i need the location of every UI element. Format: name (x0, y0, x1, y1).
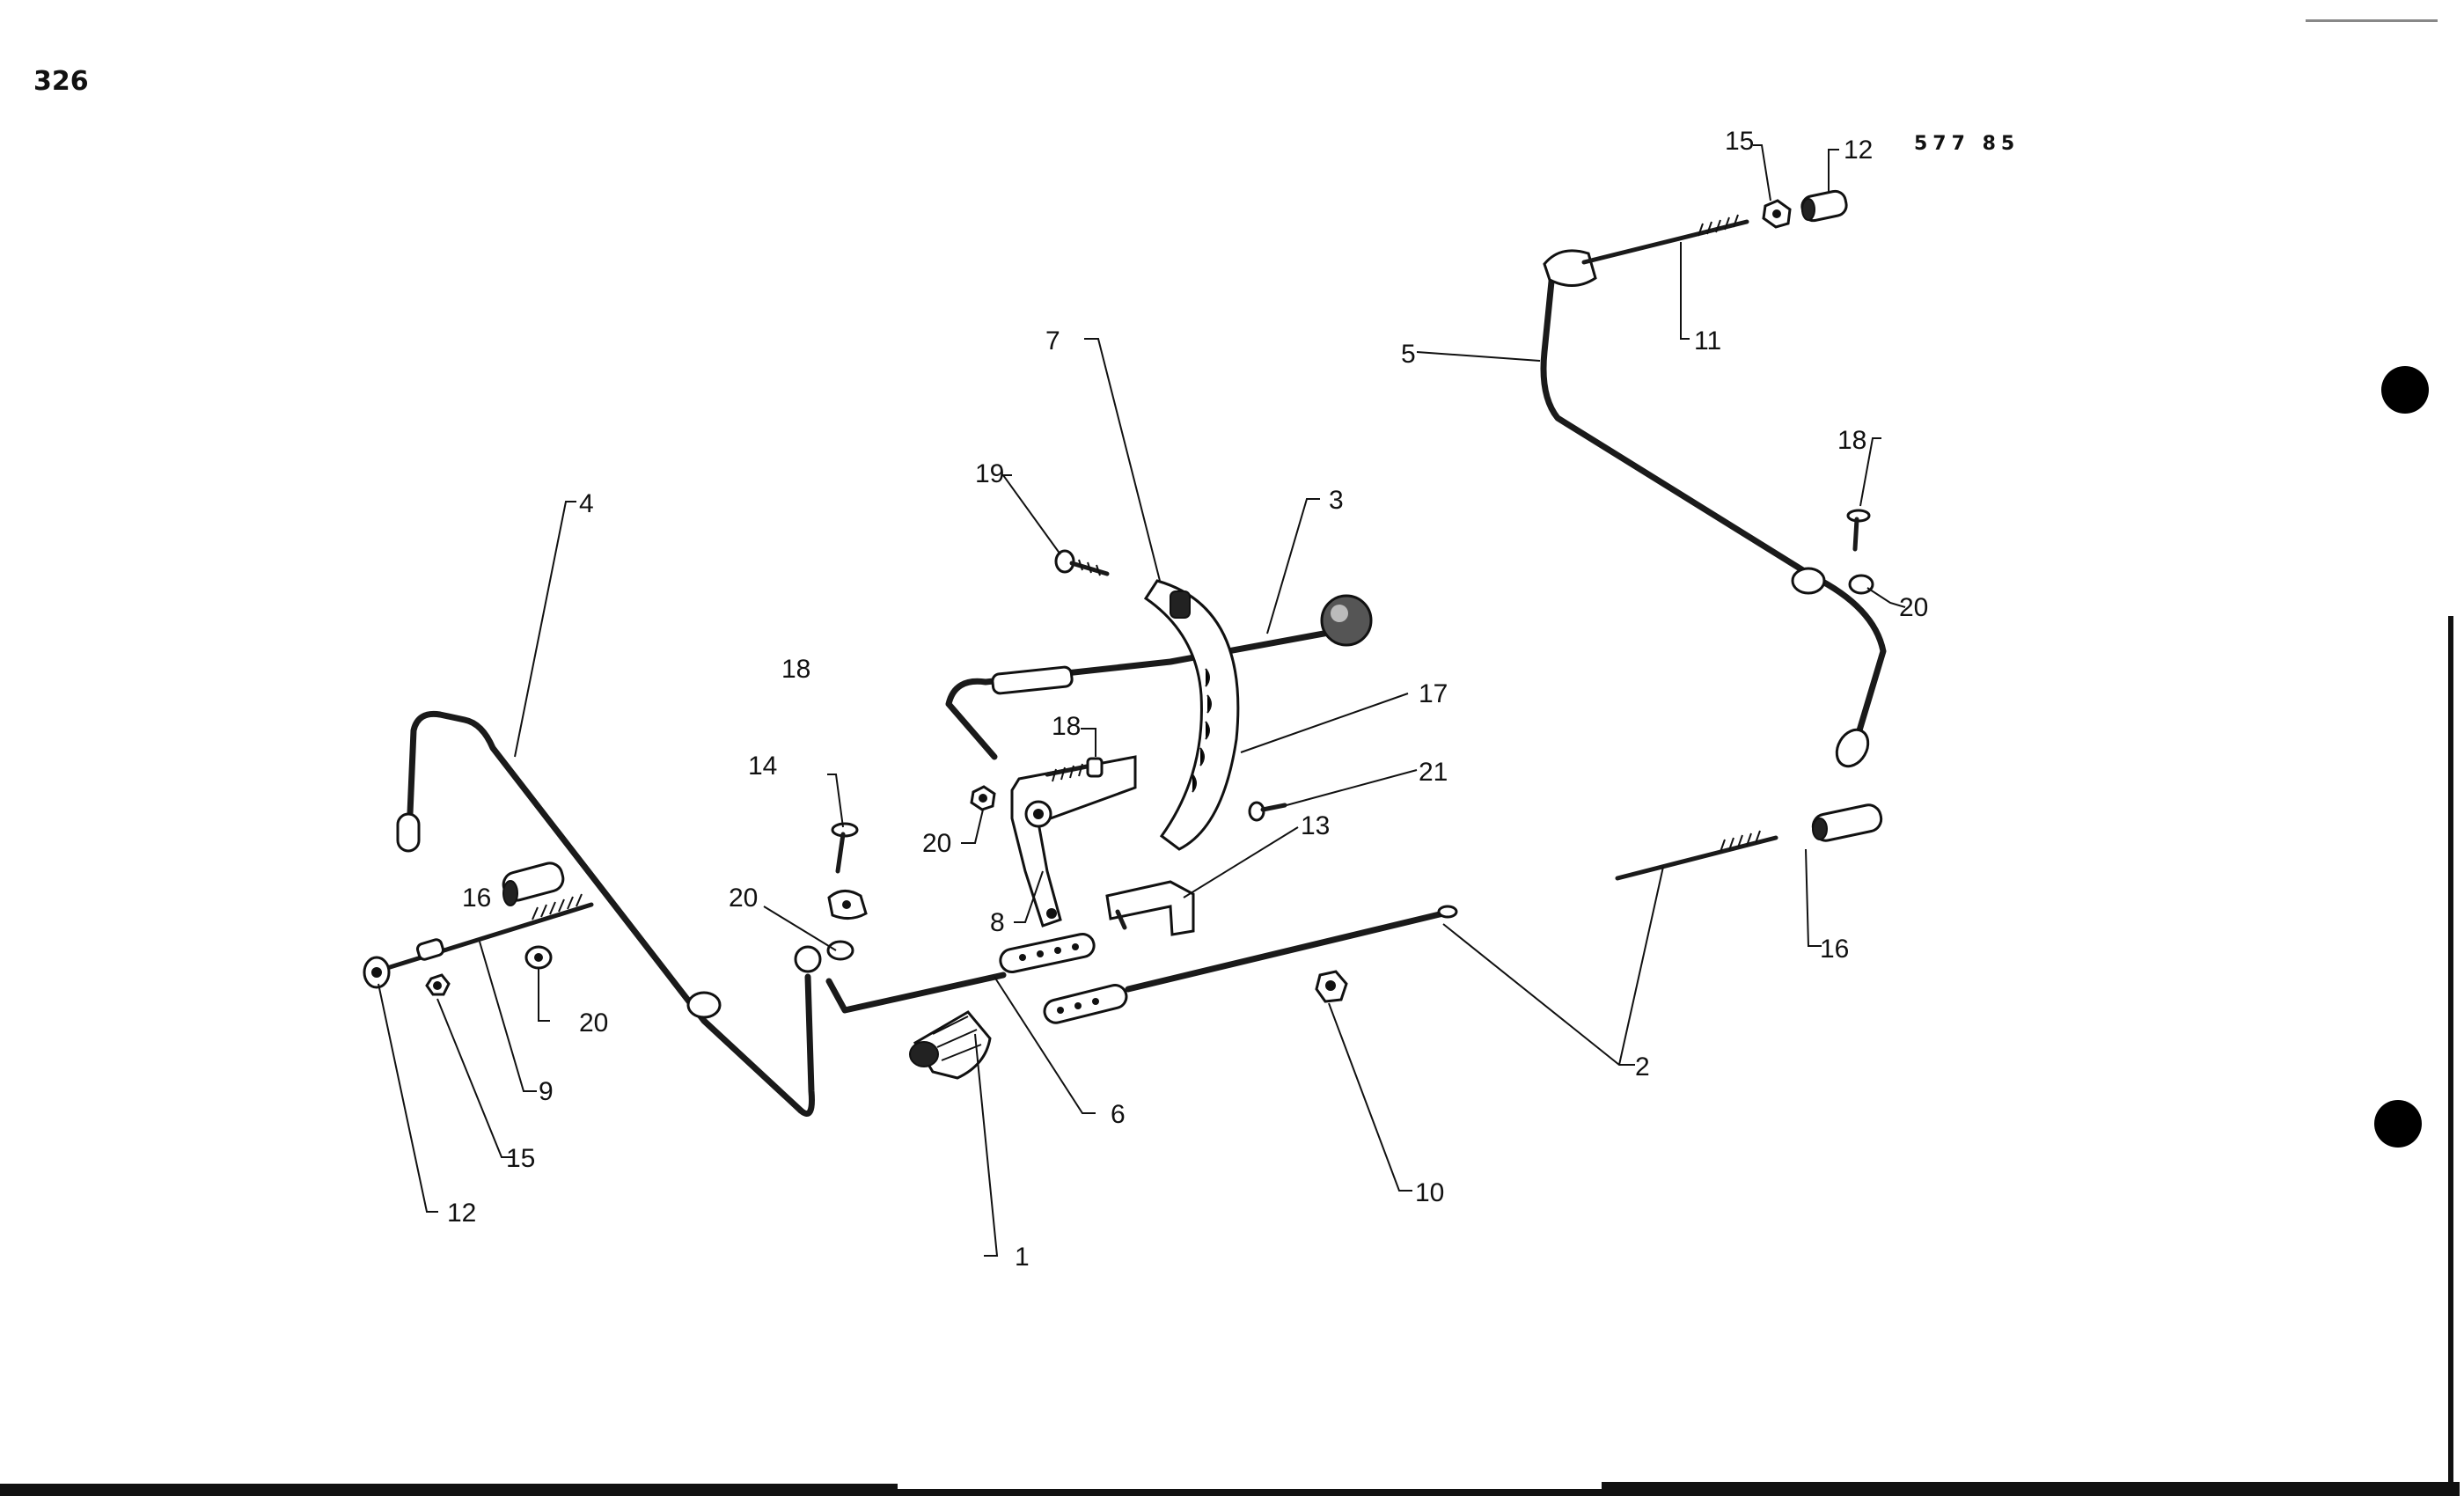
callout-11: 11 (1694, 326, 1721, 356)
part-rod-5 (1540, 249, 1887, 768)
callout-15-top: 15 (1725, 127, 1754, 156)
callout-20-right: 20 (1899, 593, 1928, 622)
callout-labels: 1 2 3 4 5 6 7 8 9 10 11 12 12 13 14 15 1… (447, 127, 1928, 1272)
callout-12-left: 12 (447, 1199, 476, 1228)
part-gear-lever-3 (945, 594, 1373, 760)
page-number: 326 (33, 66, 89, 97)
part-washer-20-right (1848, 574, 1874, 595)
callout-1: 1 (1015, 1243, 1030, 1272)
part-screw-18-left (831, 822, 859, 874)
part-rod-4 (396, 710, 822, 1117)
callout-6: 6 (1111, 1100, 1126, 1129)
callout-9: 9 (539, 1077, 554, 1106)
part-curved-gate-17 (1143, 579, 1240, 851)
callout-5: 5 (1401, 340, 1416, 369)
callout-3: 3 (1329, 486, 1344, 515)
callout-20-left: 20 (579, 1008, 608, 1038)
part-nut-10 (1315, 970, 1348, 1003)
part-rod-2 (1043, 905, 1458, 1024)
part-nut-15-left (425, 973, 451, 996)
part-nut-15-top (1762, 199, 1792, 229)
part-clip-14 (827, 890, 868, 920)
page-frame (0, 19, 2460, 1496)
part-link-6 (825, 932, 1096, 1014)
part-threaded-rod-2-right (1615, 830, 1778, 881)
callout-4: 4 (579, 489, 594, 518)
callout-7: 7 (1045, 326, 1060, 356)
punch-hole-bottom (2374, 1100, 2422, 1148)
callout-15-left: 15 (506, 1144, 535, 1173)
callout-18-center: 18 (1052, 712, 1081, 741)
part-screw-21 (1248, 801, 1287, 822)
part-clevis-12-left (363, 956, 391, 989)
callout-14: 14 (748, 752, 777, 781)
part-sleeve-16-right (1811, 803, 1883, 842)
callout-8: 8 (990, 908, 1005, 937)
callout-21: 21 (1419, 758, 1448, 787)
part-screw-18-right (1846, 509, 1871, 552)
callout-2: 2 (1635, 1052, 1650, 1082)
callout-20-center: 20 (729, 884, 758, 913)
leader-lines (378, 144, 1906, 1257)
callout-20-center-left: 20 (922, 829, 951, 858)
callout-12-top: 12 (1844, 136, 1873, 165)
callout-17: 17 (1419, 679, 1448, 708)
part-threaded-rod-9 (385, 893, 594, 971)
part-sleeve-16-left (502, 862, 565, 906)
callout-19: 19 (975, 459, 1004, 488)
part-threaded-rod-11 (1581, 214, 1749, 265)
part-bolt-18-center (1045, 757, 1104, 782)
part-washer-20-left (524, 945, 553, 970)
part-screw-19 (1054, 549, 1110, 576)
callout-18-right: 18 (1837, 426, 1866, 455)
part-nut-20-center-left (970, 785, 996, 811)
part-boot-1 (909, 1010, 992, 1080)
part-washer-20-center (826, 940, 854, 961)
callout-16-left: 16 (462, 884, 491, 913)
drawing-code: 577 85 (1914, 133, 2020, 155)
callout-10: 10 (1415, 1178, 1444, 1207)
callout-13: 13 (1301, 811, 1330, 840)
callout-18-left: 18 (781, 655, 810, 684)
callout-16-right: 16 (1820, 935, 1849, 964)
part-clevis-12-top (1800, 189, 1848, 223)
part-bracket-13 (1105, 880, 1195, 936)
punch-hole-top (2381, 366, 2429, 414)
